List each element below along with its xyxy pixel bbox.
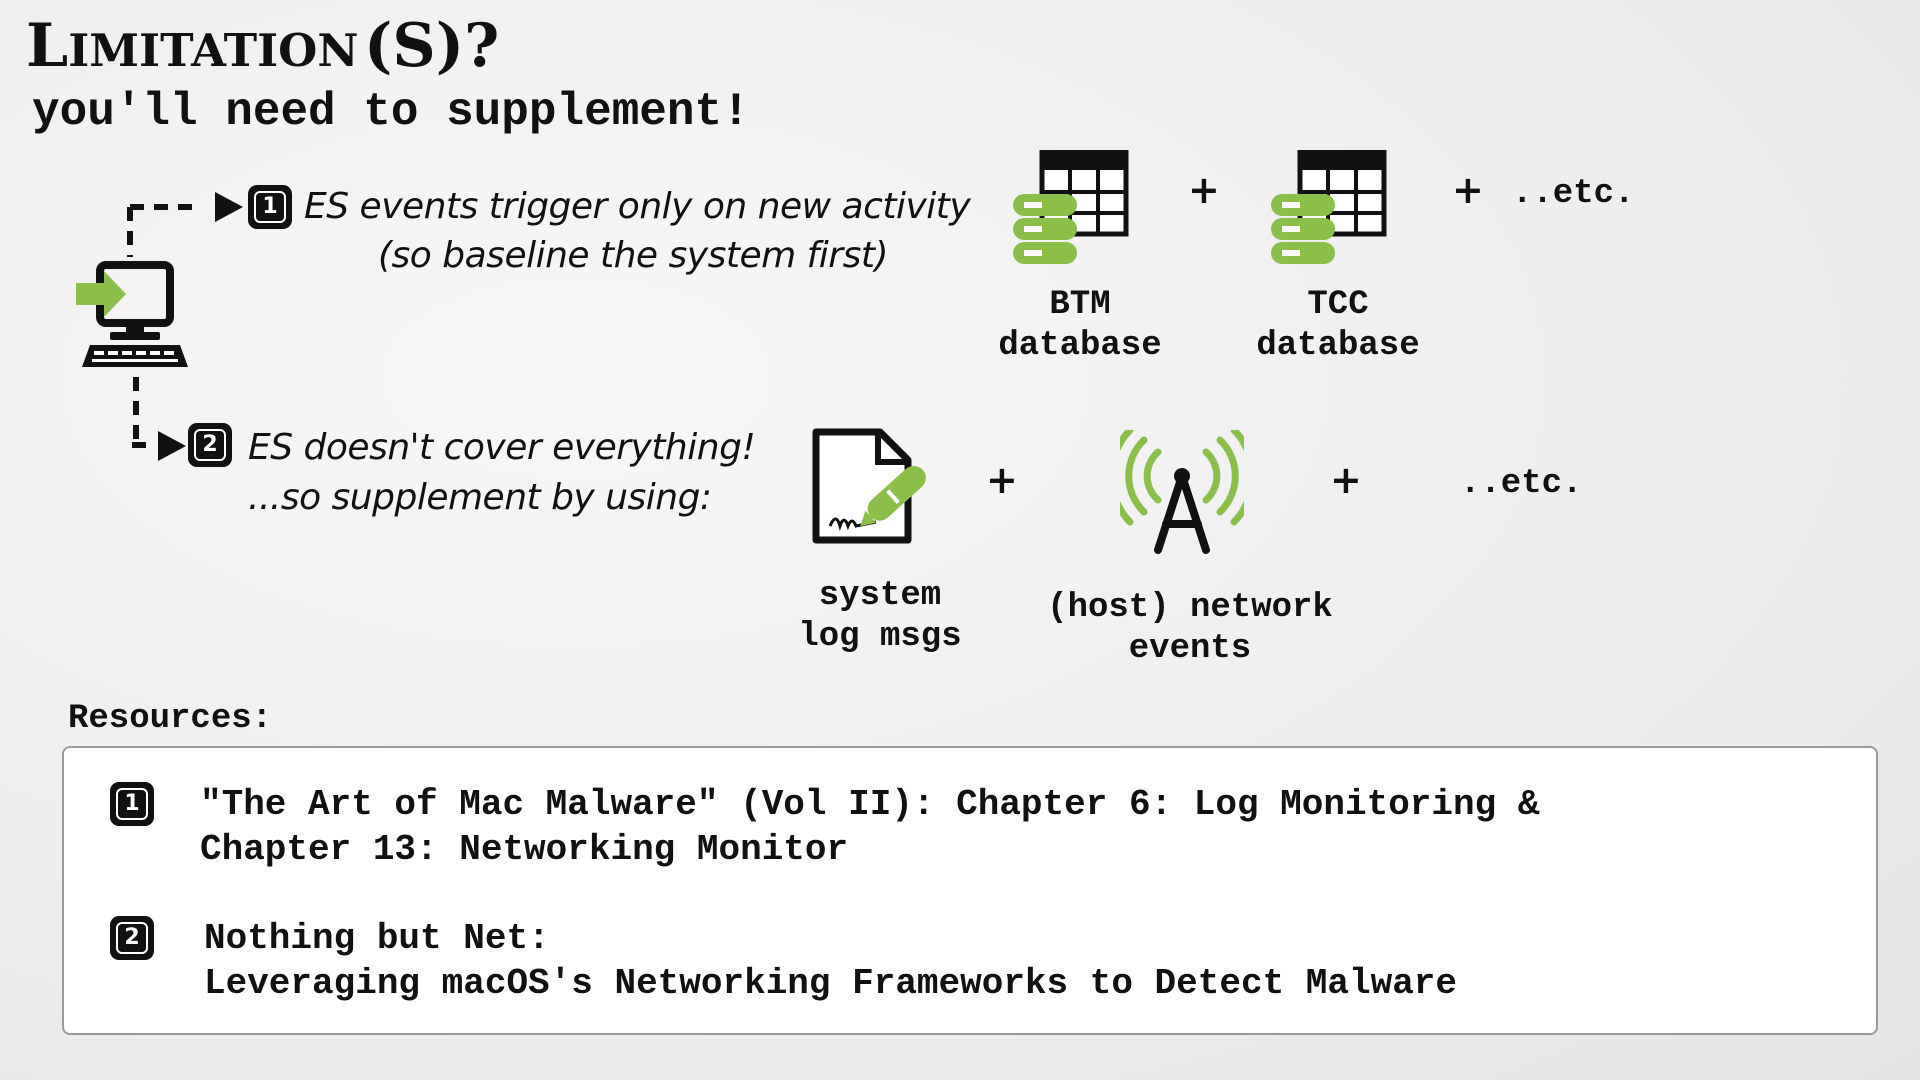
title-suffix: (S)? (364, 11, 500, 81)
resource-2-line1: Nothing but Net: (204, 918, 550, 959)
limitation-2-line2: ...so supplement by using: (248, 477, 712, 518)
row1-plus-2: + (1452, 168, 1484, 212)
tcc-database-icon (1271, 150, 1387, 264)
radio-tower-icon (1120, 430, 1244, 554)
row2-plus-1: + (986, 458, 1018, 502)
resource-1-line2: Chapter 13: Networking Monitor (200, 829, 849, 870)
arrow-to-limitation-2 (158, 431, 186, 461)
input-arrow-icon (76, 271, 126, 317)
slide-subtitle: you'll need to supplement! (32, 86, 750, 138)
limitation-1-badge: 1 (248, 185, 292, 229)
limitation-2-line1: ES doesn't cover everything! (248, 427, 756, 468)
title-initial: L (26, 11, 69, 81)
arrow-to-limitation-1 (215, 192, 243, 222)
row2-plus-2: + (1330, 458, 1362, 502)
title-rest: IMITATION (68, 24, 359, 77)
resource-2-text[interactable]: Nothing but Net: Leveraging macOS's Netw… (204, 916, 1457, 1006)
row1-plus-1: + (1188, 168, 1220, 212)
btm-database-icon (1013, 150, 1129, 264)
computer-connector-diagram (76, 204, 200, 448)
computer-icon (76, 261, 188, 367)
resource-2-line2: Leveraging macOS's Networking Frameworks… (204, 963, 1458, 1004)
signed-document-icon (812, 428, 926, 544)
resource-1-text[interactable]: "The Art of Mac Malware" (Vol II): Chapt… (200, 782, 1539, 872)
row2-etc: ..etc. (1460, 465, 1583, 503)
resource-1-badge: 1 (110, 782, 154, 826)
resource-1-line1: "The Art of Mac Malware" (Vol II): Chapt… (200, 784, 1540, 825)
row1-etc: ..etc. (1512, 175, 1635, 213)
resource-2-badge: 2 (110, 916, 154, 960)
limitation-2-badge: 2 (188, 423, 232, 467)
resources-heading: Resources: (68, 700, 273, 738)
slide-title: LIMITATION (S)? (26, 16, 499, 76)
limitation-1-line1: ES events trigger only on new activity (304, 186, 971, 227)
limitation-1-line2: (so baseline the system first) (378, 235, 889, 276)
resources-box (62, 746, 1878, 1035)
